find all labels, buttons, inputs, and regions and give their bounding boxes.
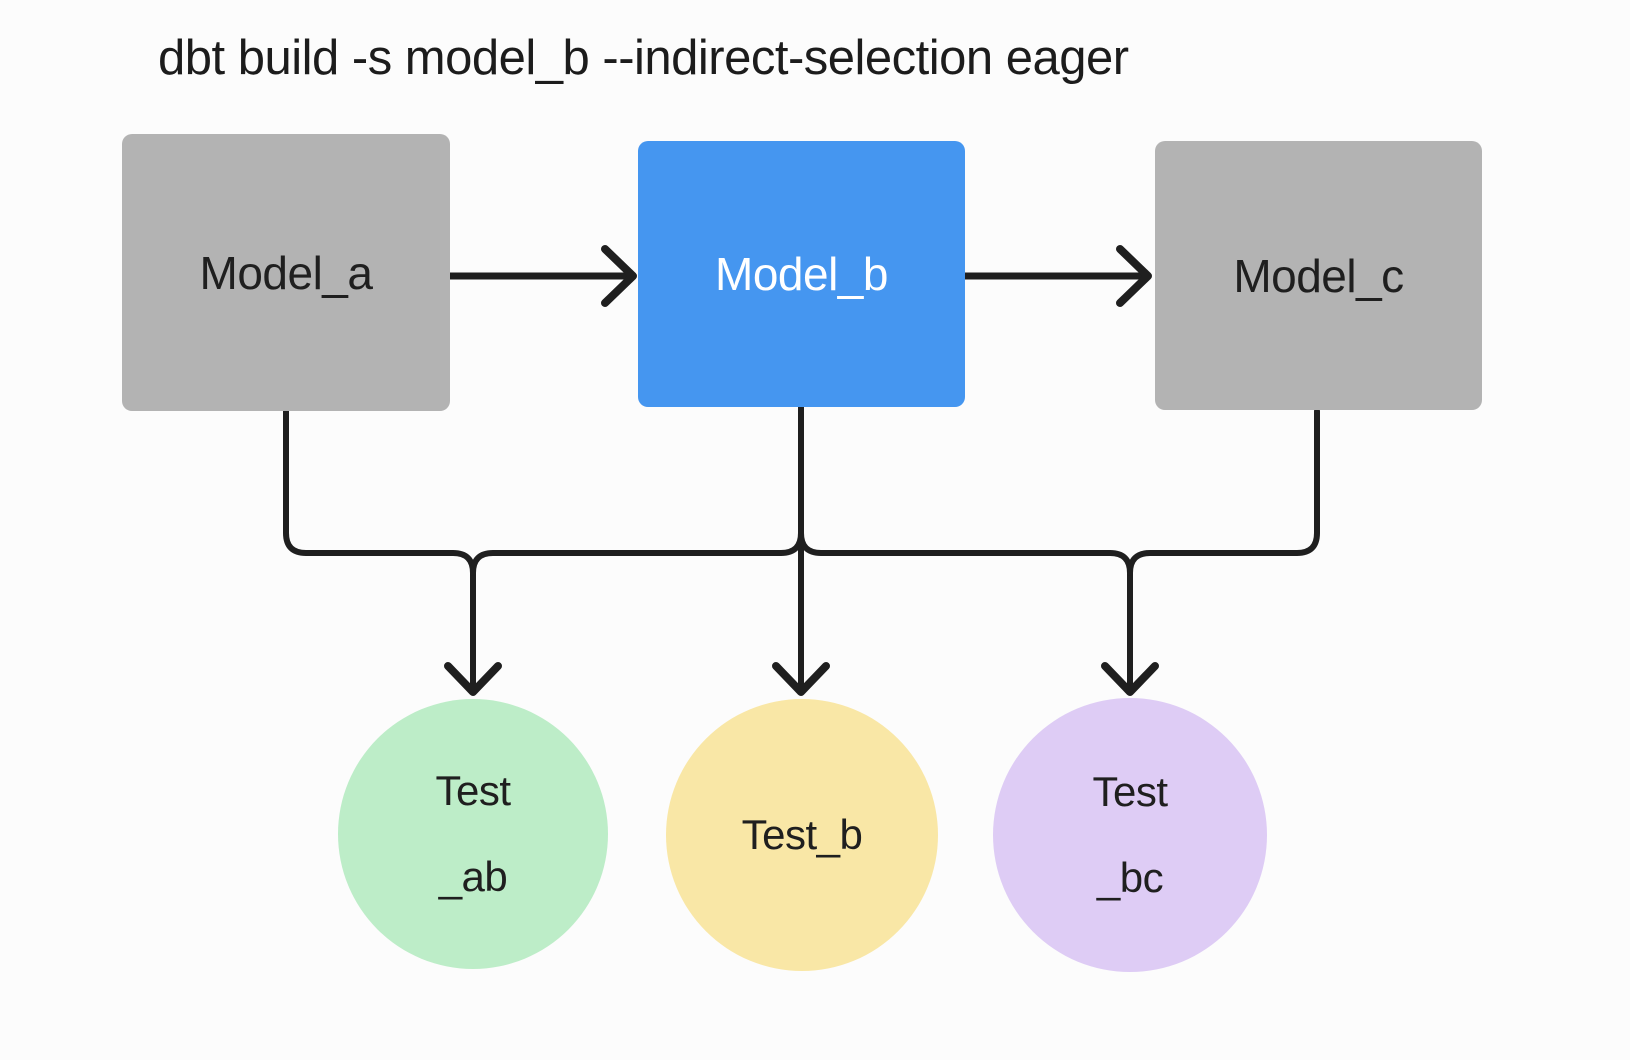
- arrowhead-model-b-icon: [601, 245, 637, 307]
- arrowhead-test-bc-icon: [1101, 662, 1159, 696]
- edge-model-b-to-test-ab: [470, 403, 804, 576]
- arrowhead-test-ab-icon: [444, 662, 502, 696]
- node-test-b: Test_b: [666, 699, 938, 971]
- node-test-bc-line1: Test: [1092, 768, 1168, 815]
- node-test-ab: Test _ab: [338, 699, 608, 969]
- node-test-bc-label: Test _bc: [1092, 749, 1168, 921]
- node-model-a-label: Model_a: [199, 246, 373, 299]
- node-test-bc-line2: _bc: [1096, 854, 1164, 901]
- arrowhead-model-c-icon: [1116, 245, 1152, 307]
- node-model-c: Model_c: [1155, 141, 1482, 410]
- node-test-bc: Test _bc: [993, 698, 1267, 972]
- node-model-c-label: Model_c: [1233, 249, 1404, 302]
- node-test-ab-line2: _ab: [438, 853, 508, 900]
- node-test-ab-line1: Test: [435, 767, 511, 814]
- edge-model-c-to-test-bc: [1127, 408, 1320, 576]
- node-model-b-label: Model_b: [715, 248, 888, 300]
- edge-model-a-to-test-ab: [283, 408, 476, 693]
- arrowhead-test-b-icon: [772, 662, 830, 696]
- node-model-b: Model_b: [638, 141, 965, 407]
- diagram-title: dbt build -s model_b --indirect-selectio…: [158, 31, 1129, 85]
- node-test-b-label: Test_b: [741, 811, 863, 858]
- edge-group: [283, 245, 1320, 696]
- node-test-ab-label: Test _ab: [435, 748, 511, 920]
- node-model-a: Model_a: [122, 134, 450, 411]
- edge-model-b-to-test-bc: [798, 530, 1133, 693]
